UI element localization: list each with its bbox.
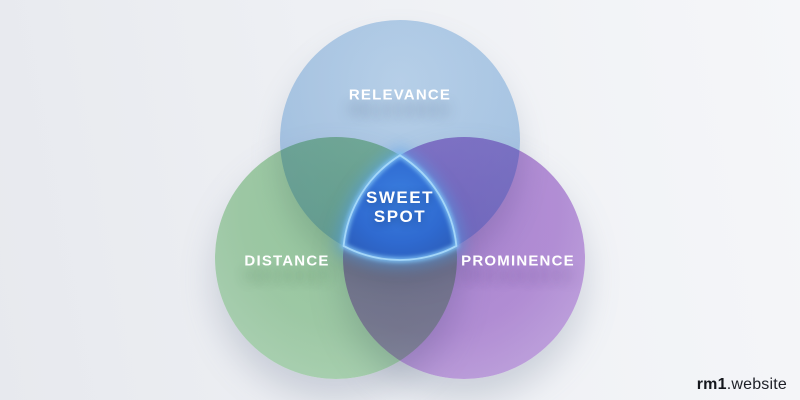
relevance-label: RELEVANCE xyxy=(348,86,452,104)
prominence-label: PROMINENCE xyxy=(461,252,575,270)
sweet-spot-line-2: SPOT xyxy=(373,207,427,226)
sweet-spot-label: SWEET SPOT xyxy=(366,188,434,226)
distance-label: DISTANCE xyxy=(244,252,330,270)
watermark-suffix: .website xyxy=(726,376,787,393)
watermark-brand: rm1 xyxy=(696,376,727,393)
sweet-spot-line-1: SWEET xyxy=(366,188,434,207)
watermark: rm1.website xyxy=(697,376,787,394)
